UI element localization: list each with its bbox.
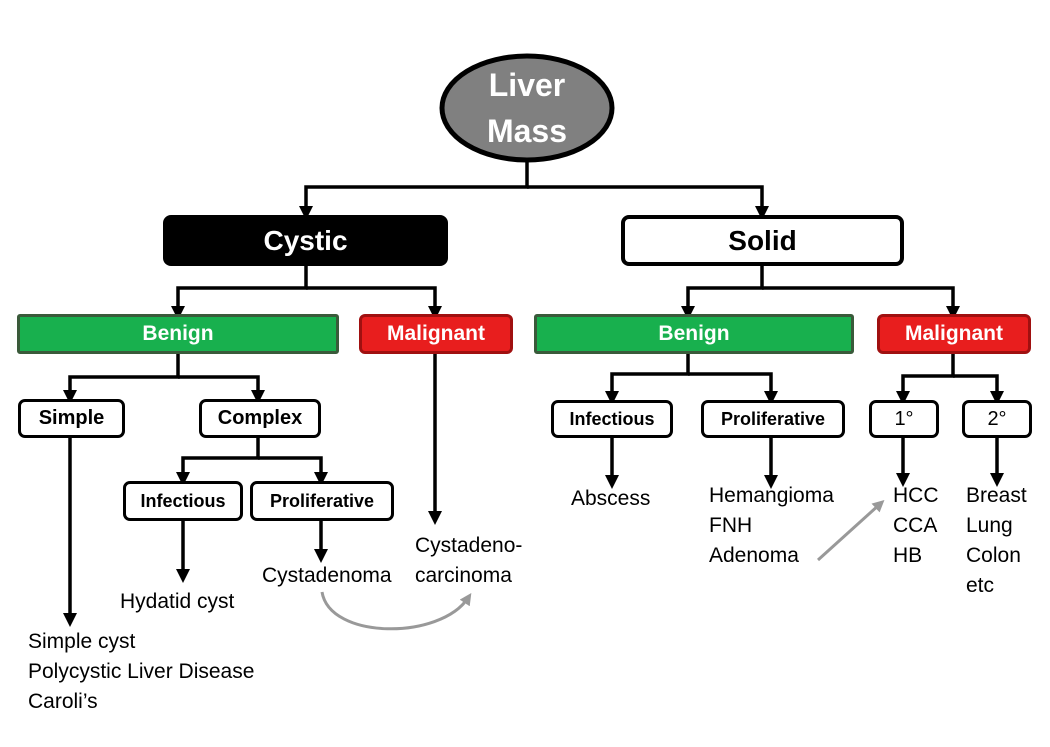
solid-infectious-box: Infectious: [551, 400, 673, 438]
colon-text: Colon: [966, 544, 1021, 567]
simple-example-3: Caroli’s: [28, 690, 98, 713]
secondary-examples: Breast Lung Colon etc: [966, 481, 1027, 601]
simple-label: Simple: [38, 407, 105, 429]
hb-text: HB: [893, 544, 923, 567]
complex-to-proliferative-arrow: [258, 456, 328, 486]
primary-label: 1°: [894, 407, 914, 430]
solid-benign-box: Benign: [534, 314, 854, 354]
cystic-malignant-label: Malignant: [387, 322, 485, 345]
solid-benign-to-proliferative-arrow: [688, 372, 778, 405]
primary-examples: HCC CCA HB: [893, 481, 939, 571]
cystadenoma-to-carcinoma-arrow: [320, 591, 472, 631]
lung-text: Lung: [966, 514, 1013, 537]
abscess-text: Abscess: [571, 487, 651, 510]
etc-text: etc: [966, 574, 995, 597]
cystic-label: Cystic: [263, 224, 348, 256]
solid-proliferative-examples: Hemangioma FNH Adenoma: [709, 481, 834, 571]
solid-benign-to-infectious-arrow: [605, 354, 690, 405]
cystic-benign-label: Benign: [142, 322, 214, 345]
solid-proliferative-box: Proliferative: [701, 400, 845, 438]
benign-to-simple-arrow: [63, 354, 180, 404]
root-label-line2: Mass: [486, 113, 568, 149]
cystic-proliferative-label: Proliferative: [269, 490, 375, 511]
complex-box: Complex: [199, 399, 321, 438]
cystic-to-benign-arrow: [171, 266, 308, 320]
cystadenocarcinoma-line2: carcinoma: [415, 564, 512, 587]
complex-to-infectious-arrow: [176, 438, 260, 486]
root-label-line1: Liver: [488, 67, 566, 103]
cca-text: CCA: [893, 514, 938, 537]
malignant-to-secondary-arrow: [953, 374, 1004, 405]
simple-examples: Simple cyst Polycystic Liver Disease Car…: [28, 627, 254, 717]
cystic-to-malignant-arrow: [306, 286, 442, 320]
fnh-text: FNH: [709, 514, 753, 537]
solid-to-malignant-arrow: [762, 286, 960, 320]
solid-infectious-label: Infectious: [569, 408, 655, 429]
solid-label: Solid: [728, 224, 797, 256]
cystadenocarcinoma-text: Cystadeno- carcinoma: [415, 531, 522, 591]
primary-box: 1°: [869, 400, 939, 438]
hcc-text: HCC: [893, 484, 939, 507]
cystic-proliferative-box: Proliferative: [250, 481, 394, 521]
root-to-cystic-arrow: [299, 160, 529, 220]
simple-example-2: Polycystic Liver Disease: [28, 660, 255, 683]
root-to-solid-arrow: [527, 185, 769, 220]
root-ellipse: [439, 53, 615, 163]
cystic-box: Cystic: [163, 215, 448, 266]
solid-to-benign-arrow: [681, 266, 764, 320]
cystic-malignant-box: Malignant: [359, 314, 513, 354]
cystadenocarcinoma-line1: Cystadeno-: [415, 534, 523, 557]
simple-example-1: Simple cyst: [28, 630, 136, 653]
solid-box: Solid: [621, 215, 904, 266]
hydatid-cyst-text: Hydatid cyst: [120, 590, 235, 613]
adenoma-text: Adenoma: [709, 544, 799, 567]
breast-text: Breast: [966, 484, 1027, 507]
root-label: Liver Mass: [442, 60, 612, 156]
simple-box: Simple: [18, 399, 125, 438]
malignant-to-primary-arrow: [896, 354, 955, 405]
secondary-label: 2°: [987, 407, 1007, 430]
solid-proliferative-label: Proliferative: [720, 408, 826, 429]
cystic-infectious-box: Infectious: [123, 481, 243, 521]
cystic-infectious-label: Infectious: [140, 490, 226, 511]
hemangioma-text: Hemangioma: [709, 484, 834, 507]
solid-malignant-box: Malignant: [877, 314, 1031, 354]
adenoma-to-hcc-arrow: [816, 499, 885, 562]
benign-to-complex-arrow: [178, 375, 265, 404]
solid-benign-label: Benign: [658, 322, 730, 345]
secondary-box: 2°: [962, 400, 1032, 438]
cystic-benign-box: Benign: [17, 314, 339, 354]
cystadenoma-text: Cystadenoma: [262, 564, 392, 587]
solid-malignant-label: Malignant: [905, 322, 1003, 345]
complex-label: Complex: [217, 407, 303, 429]
